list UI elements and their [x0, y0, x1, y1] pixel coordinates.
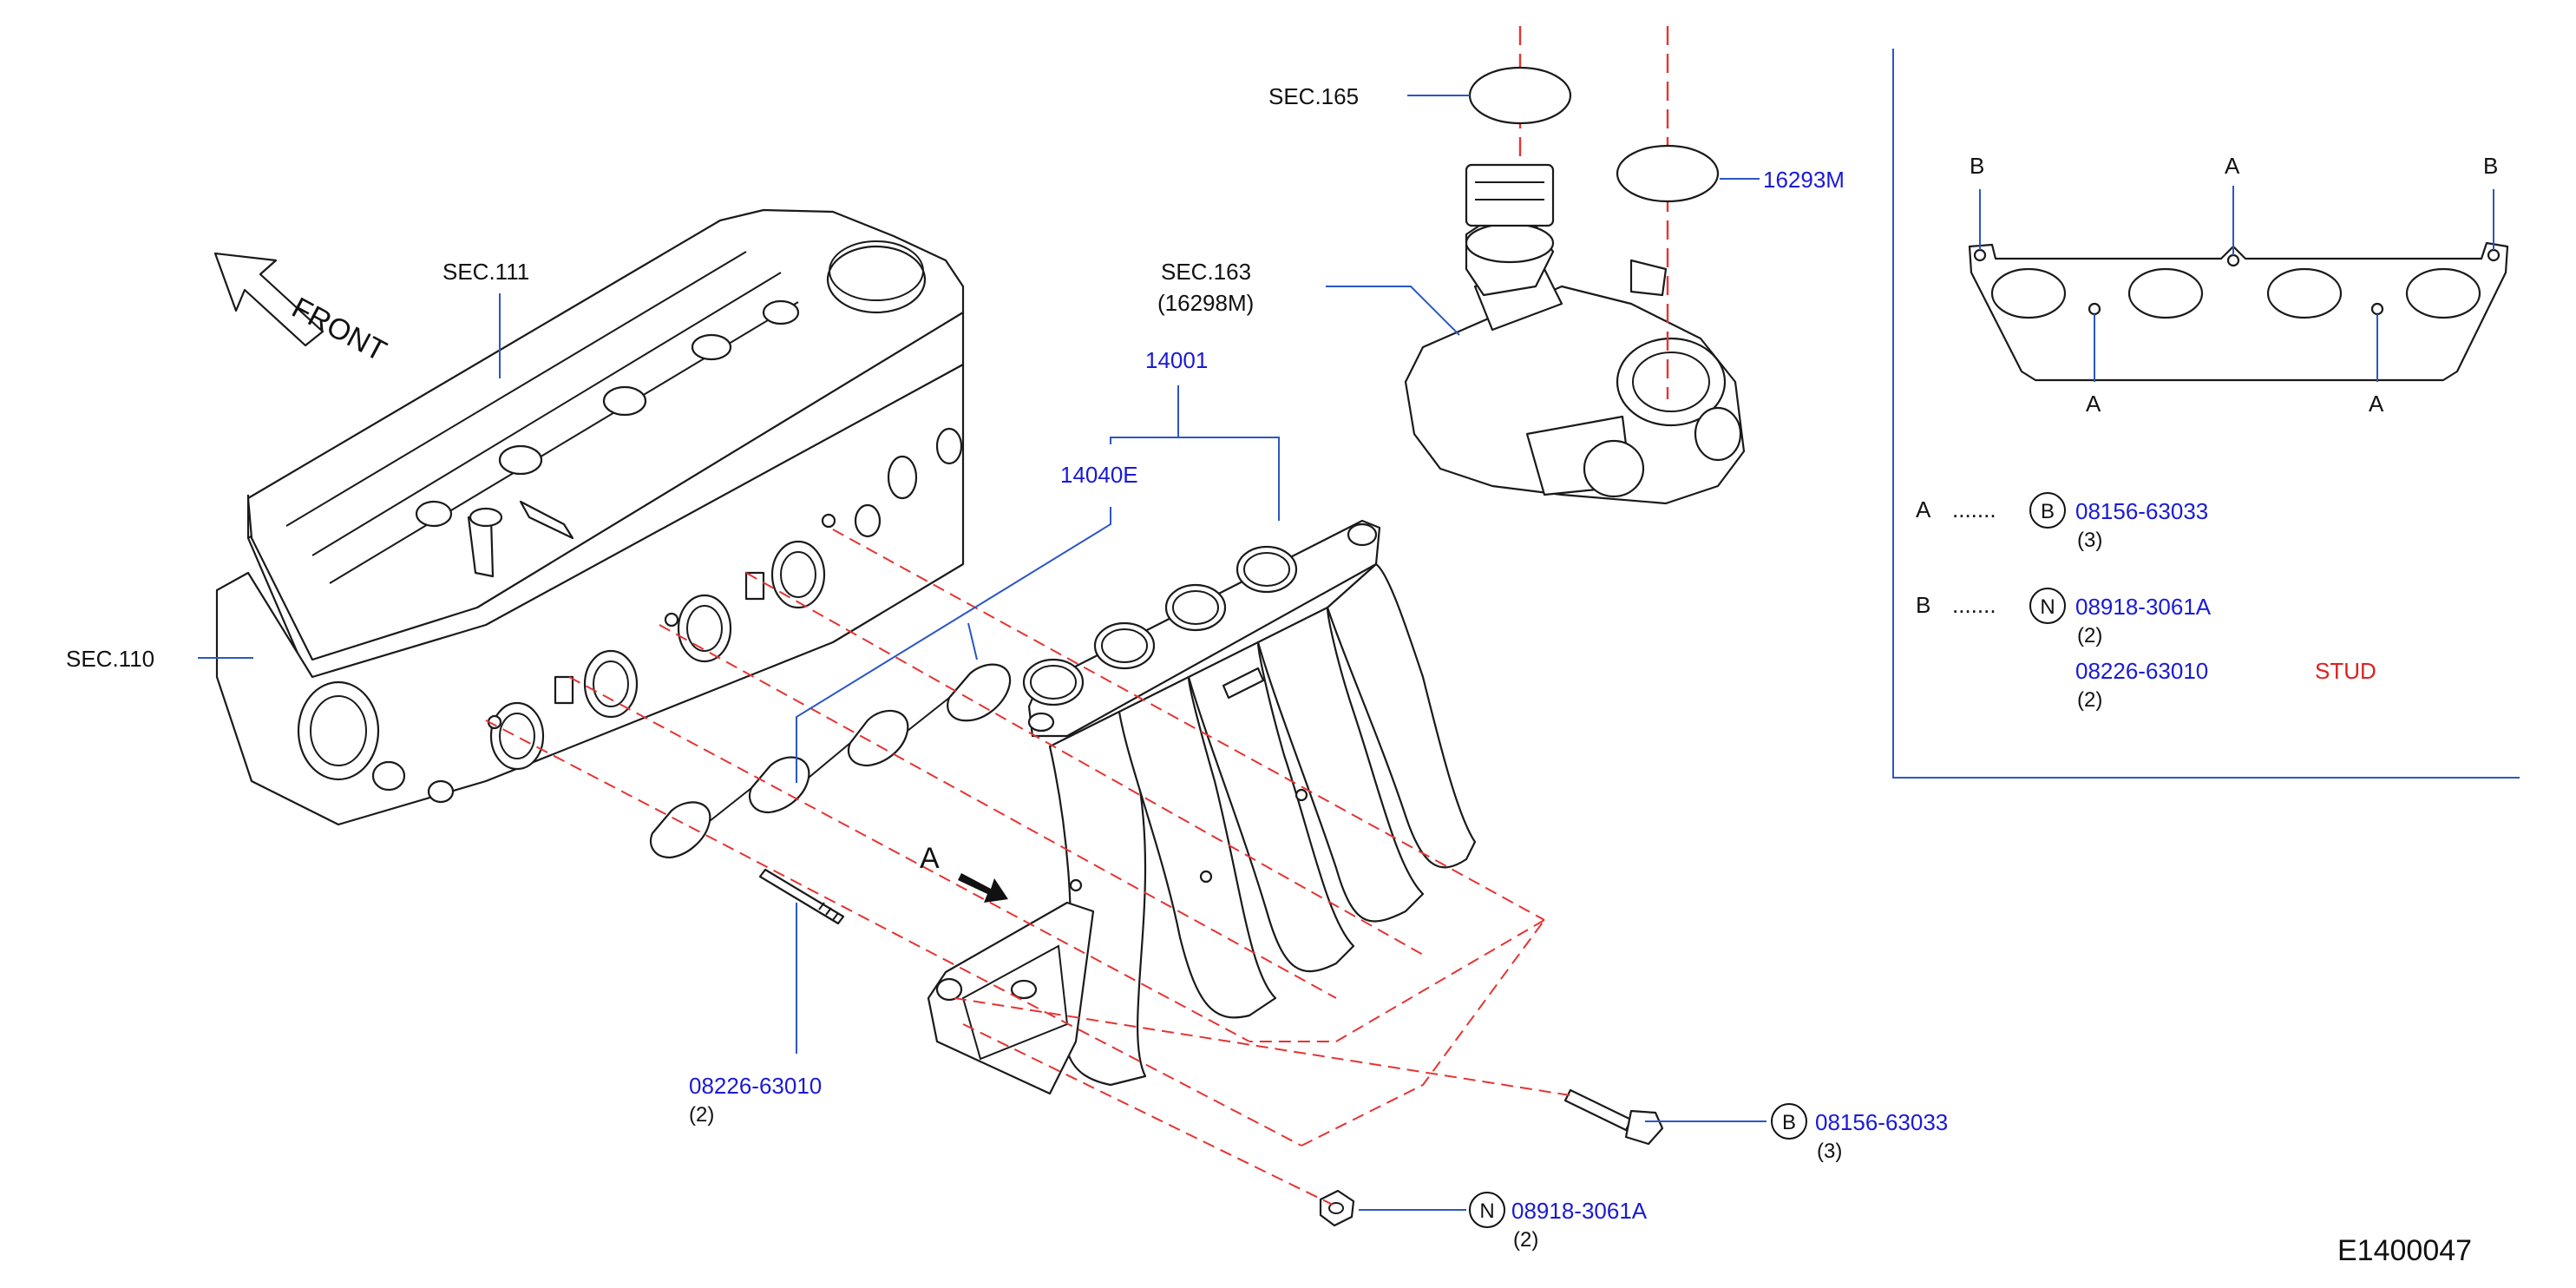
- legend-part-number: 08918-3061A: [2075, 594, 2212, 620]
- figure-code: E1400047: [2337, 1234, 2472, 1267]
- inset-stud-quantity: (2): [2077, 688, 2102, 712]
- nut-part-number: 08918-3061A: [1511, 1198, 1648, 1224]
- leader-lines: [198, 95, 1766, 1211]
- seal-ring-16293m: [1616, 144, 1720, 203]
- label-sec110: SEC.110: [66, 646, 154, 672]
- legend-key: B: [1916, 592, 1930, 618]
- nut-callout: N 08918-3061A (2): [1469, 1192, 1648, 1252]
- label-sec165: SEC.165: [1268, 83, 1359, 109]
- throttle-body: [1404, 163, 1746, 505]
- stud-part-number: 08226-63010: [689, 1073, 822, 1099]
- label-sec111: SEC.111: [442, 259, 529, 285]
- label-sec163-sub: (16298M): [1157, 290, 1254, 316]
- inset-stud-part-number: 08226-63010: [2075, 658, 2208, 684]
- bolt-part-number: 08156-63033: [1815, 1109, 1948, 1135]
- stud-bolt: [758, 868, 845, 925]
- inset-stud-note: STUD: [2315, 658, 2376, 684]
- legend-key: A: [1916, 496, 1931, 522]
- legend-quantity: (2): [2077, 624, 2102, 647]
- view-a-arrow: [958, 873, 1008, 903]
- label-14040e: 14040E: [1060, 462, 1138, 488]
- label-view-a: A: [920, 842, 940, 875]
- bolt-symbol: B: [1782, 1111, 1796, 1134]
- inset-gasket-view: B B A A A A ....... B 08156-63033 (3) B …: [1892, 49, 2520, 779]
- inset-legend-row-a: A ....... B 08156-63033 (3): [1916, 492, 2208, 552]
- label-16293m: 16293M: [1763, 167, 1845, 193]
- legend-symbol: B: [2041, 500, 2055, 523]
- nut-symbol: N: [1479, 1199, 1494, 1223]
- legend-dots: .......: [1952, 496, 1996, 522]
- front-arrow: FRONT: [213, 252, 391, 368]
- cylinder-head: [215, 208, 965, 826]
- assembly-centerlines: [485, 26, 1669, 1206]
- flange-bolt: [1563, 1088, 1664, 1146]
- seal-ring-165: [1468, 66, 1572, 125]
- inset-legend-row-b: B ....... N 08918-3061A (2): [1916, 588, 2212, 647]
- label-sec163: SEC.163: [1161, 259, 1251, 285]
- legend-dots: .......: [1952, 592, 1996, 618]
- label-14001: 14001: [1145, 347, 1208, 373]
- legend-symbol: N: [2040, 595, 2055, 619]
- bolt-callout: B 08156-63033 (3): [1771, 1103, 1948, 1163]
- inset-corner-b-left: B: [1970, 153, 1984, 179]
- flange-nut: [1319, 1189, 1355, 1227]
- inset-bottom-a-left: A: [2086, 391, 2101, 417]
- bolt-quantity: (3): [1817, 1140, 1842, 1163]
- stud-quantity: (2): [689, 1103, 714, 1127]
- inset-bottom-a-right: A: [2369, 391, 2384, 417]
- legend-quantity: (3): [2077, 529, 2102, 552]
- nut-quantity: (2): [1513, 1228, 1538, 1252]
- legend-part-number: 08156-63033: [2075, 498, 2208, 524]
- inset-top-a: A: [2225, 153, 2240, 179]
- intake-manifold: [927, 519, 1477, 1095]
- inset-corner-b-right: B: [2483, 153, 2498, 179]
- gasket-set: [649, 663, 1012, 859]
